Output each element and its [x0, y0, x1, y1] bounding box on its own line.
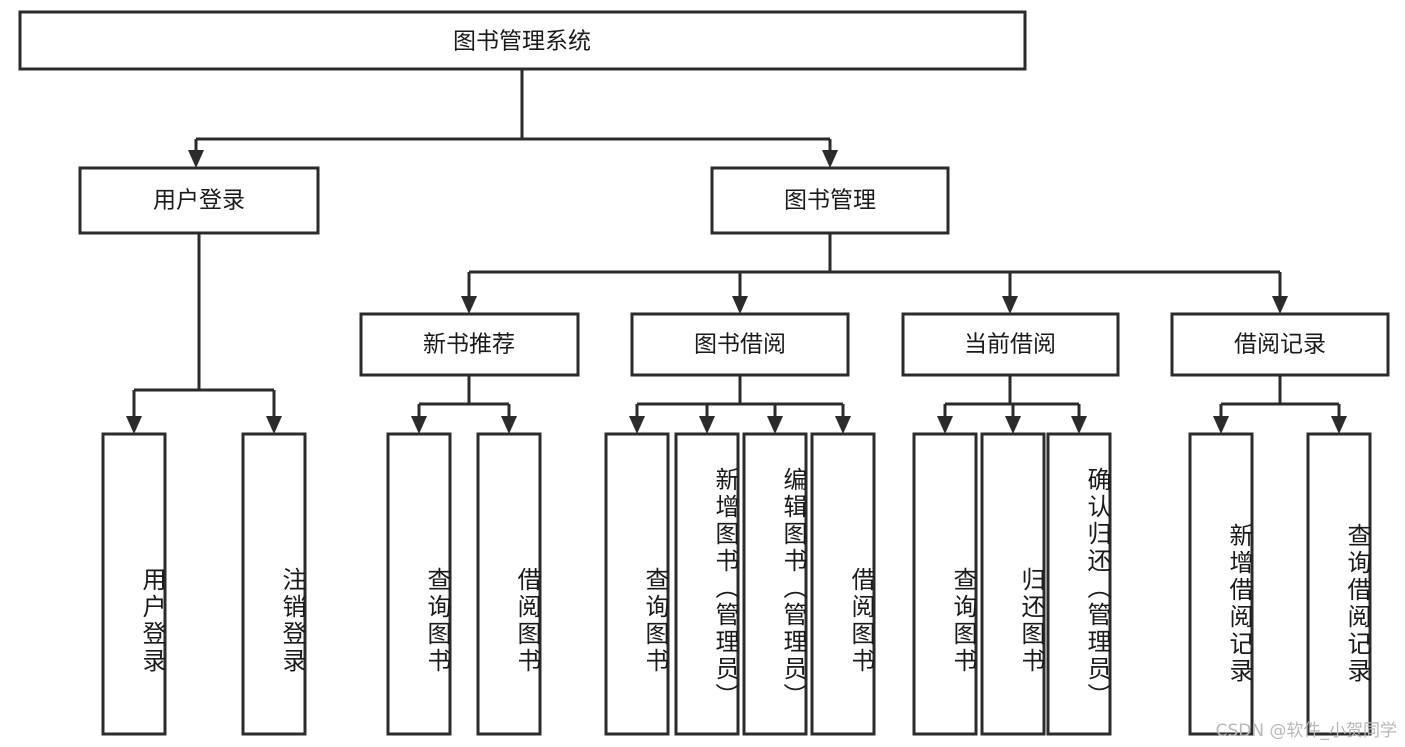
leaf-box-book-borrow-3[interactable] [810, 432, 876, 736]
connector-borrow-record-to-leaves [1213, 375, 1347, 434]
node-borrow-record[interactable]: 借阅记录 [1170, 312, 1390, 377]
connector-book-manage-to-level3 [461, 233, 1288, 314]
book-manage-label: 图书管理 [784, 188, 876, 214]
csdn-watermark: CSDN @软件_小贺同学 [1215, 721, 1397, 741]
new-book-recommend-box[interactable] [359, 312, 580, 377]
book-borrow-label: 图书借阅 [694, 332, 786, 358]
new-book-recommend-label: 新书推荐 [423, 332, 515, 358]
borrow-record-label: 借阅记录 [1234, 332, 1326, 358]
leaf-box-user-login-0[interactable] [101, 432, 167, 736]
user-login-box[interactable] [78, 166, 320, 235]
user-login-label: 用户登录 [153, 188, 245, 214]
leaf-box-borrow-record-0[interactable] [1188, 432, 1254, 736]
node-user-login[interactable]: 用户登录 [78, 166, 320, 235]
node-current-borrow[interactable]: 当前借阅 [901, 312, 1120, 377]
connector-root-to-level2 [188, 69, 838, 168]
node-book-manage[interactable]: 图书管理 [710, 166, 950, 235]
leaf-box-new-book-recommend-1[interactable] [476, 432, 542, 736]
leaf-box-book-borrow-1[interactable] [674, 432, 740, 736]
leaf-box-current-borrow-0[interactable] [912, 432, 978, 736]
leaf-box-user-login-1[interactable] [241, 432, 307, 736]
connector-book-borrow-to-leaves [629, 375, 851, 434]
root-box[interactable] [18, 10, 1027, 71]
connector-user-login-to-leaves [126, 233, 282, 434]
leaf-box-borrow-record-1[interactable] [1306, 432, 1372, 736]
leaf-box-book-borrow-0[interactable] [604, 432, 670, 736]
leaf-box-book-borrow-2[interactable] [742, 432, 808, 736]
leaf-box-current-borrow-2[interactable] [1046, 432, 1112, 736]
leaf-box-current-borrow-1[interactable] [980, 432, 1046, 736]
node-book-borrow[interactable]: 图书借阅 [630, 312, 850, 377]
node-root[interactable]: 图书管理系统 [18, 10, 1027, 71]
current-borrow-label: 当前借阅 [964, 332, 1056, 358]
leaf-box-new-book-recommend-0[interactable] [386, 432, 452, 736]
current-borrow-box[interactable] [901, 312, 1120, 377]
connector-new-book-recommend-to-leaves [411, 375, 517, 434]
node-new-book-recommend[interactable]: 新书推荐 [359, 312, 580, 377]
root-label: 图书管理系统 [453, 29, 591, 55]
connector-current-borrow-to-leaves [937, 375, 1087, 434]
